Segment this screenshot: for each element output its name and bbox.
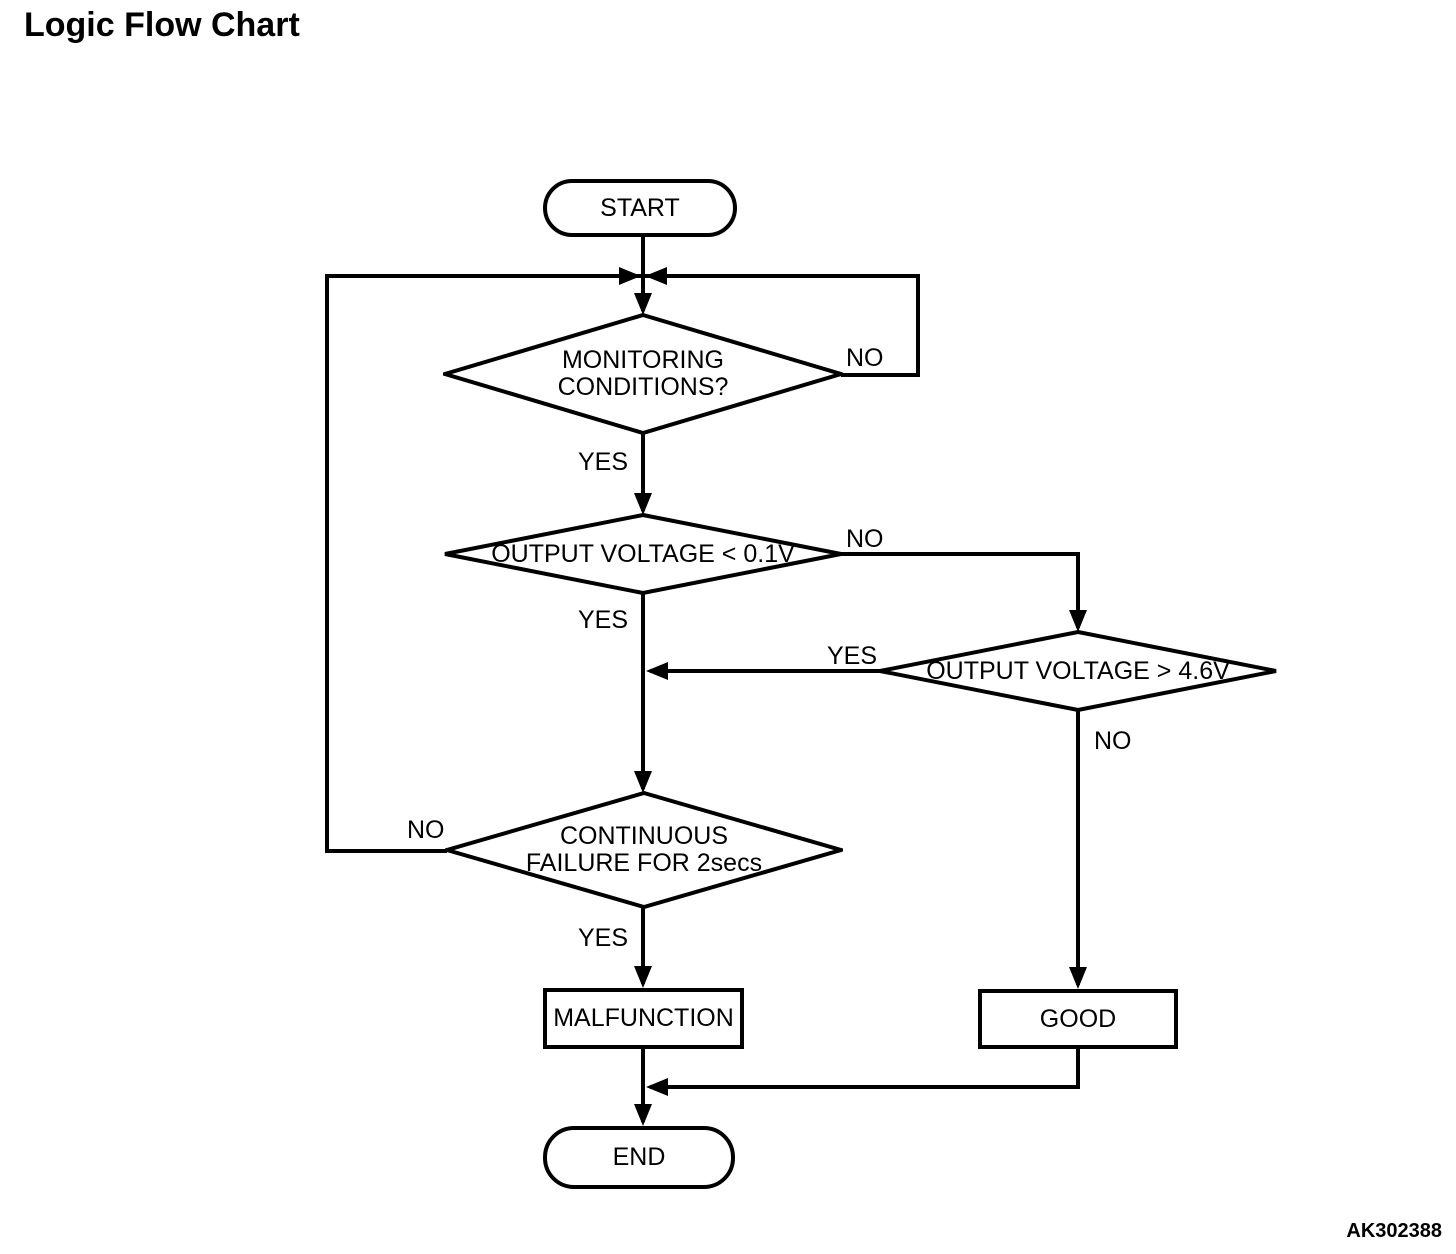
edge-output-high-no — [1069, 710, 1087, 989]
edge-start-to-monitoring — [634, 236, 652, 315]
node-continuous-label-line1: CONTINUOUS — [559, 822, 729, 850]
edge-output-low-no — [840, 552, 1087, 632]
edge-malfunction-to-end — [634, 1048, 652, 1126]
node-monitoring-conditions: MONITORING CONDITIONS? — [443, 313, 843, 435]
node-output-voltage-low: OUTPUT VOLTAGE < 0.1V — [443, 513, 843, 595]
node-start-label: START — [600, 193, 680, 222]
edge-monitoring-yes — [634, 433, 652, 515]
node-good-label: GOOD — [1039, 1004, 1117, 1033]
figure-code: AK302388 — [1346, 1220, 1442, 1242]
edge-output-low-yes — [634, 594, 652, 793]
node-end: END — [543, 1126, 735, 1189]
node-continuous-failure: CONTINUOUS FAILURE FOR 2secs — [445, 791, 843, 909]
edge-output-high-yes — [646, 662, 880, 680]
decision-diamond-shape — [445, 791, 843, 909]
decision-diamond-shape — [879, 630, 1277, 712]
edge-monitoring-no — [645, 267, 920, 377]
node-malfunction: MALFUNCTION — [543, 988, 744, 1049]
node-monitoring-label-line1: MONITORING — [561, 346, 725, 374]
edge-continuous-yes — [634, 907, 652, 988]
edge-label-continuous-no: NO — [407, 816, 445, 844]
edge-good-to-end — [646, 1048, 1080, 1096]
decision-diamond-shape — [444, 513, 842, 595]
node-output-voltage-high-label: OUTPUT VOLTAGE > 4.6V — [926, 656, 1230, 685]
node-monitoring-label-line2: CONDITIONS? — [557, 373, 729, 401]
node-monitoring-label: MONITORING CONDITIONS? — [558, 347, 729, 401]
edge-label-monitoring-no: NO — [846, 344, 884, 372]
edge-label-output-low-yes: YES — [578, 606, 629, 634]
node-continuous-label-line2: FAILURE FOR 2secs — [525, 849, 763, 877]
node-start: START — [543, 179, 737, 237]
node-continuous-failure-label: CONTINUOUS FAILURE FOR 2secs — [526, 823, 762, 877]
edge-label-monitoring-yes: YES — [578, 448, 629, 476]
page-title: Logic Flow Chart — [24, 6, 300, 44]
decision-diamond-shape — [443, 313, 843, 435]
node-end-label: END — [612, 1143, 666, 1171]
node-malfunction-label: MALFUNCTION — [553, 1004, 734, 1032]
edge-label-continuous-yes: YES — [578, 924, 629, 952]
edge-label-output-low-no: NO — [846, 525, 884, 553]
edge-label-output-high-yes: YES — [827, 642, 878, 670]
edge-continuous-no — [325, 267, 641, 853]
node-output-voltage-low-label: OUTPUT VOLTAGE < 0.1V — [491, 539, 795, 568]
edge-label-output-high-no: NO — [1094, 727, 1132, 755]
node-good: GOOD — [978, 989, 1178, 1049]
node-output-voltage-high: OUTPUT VOLTAGE > 4.6V — [878, 630, 1278, 712]
